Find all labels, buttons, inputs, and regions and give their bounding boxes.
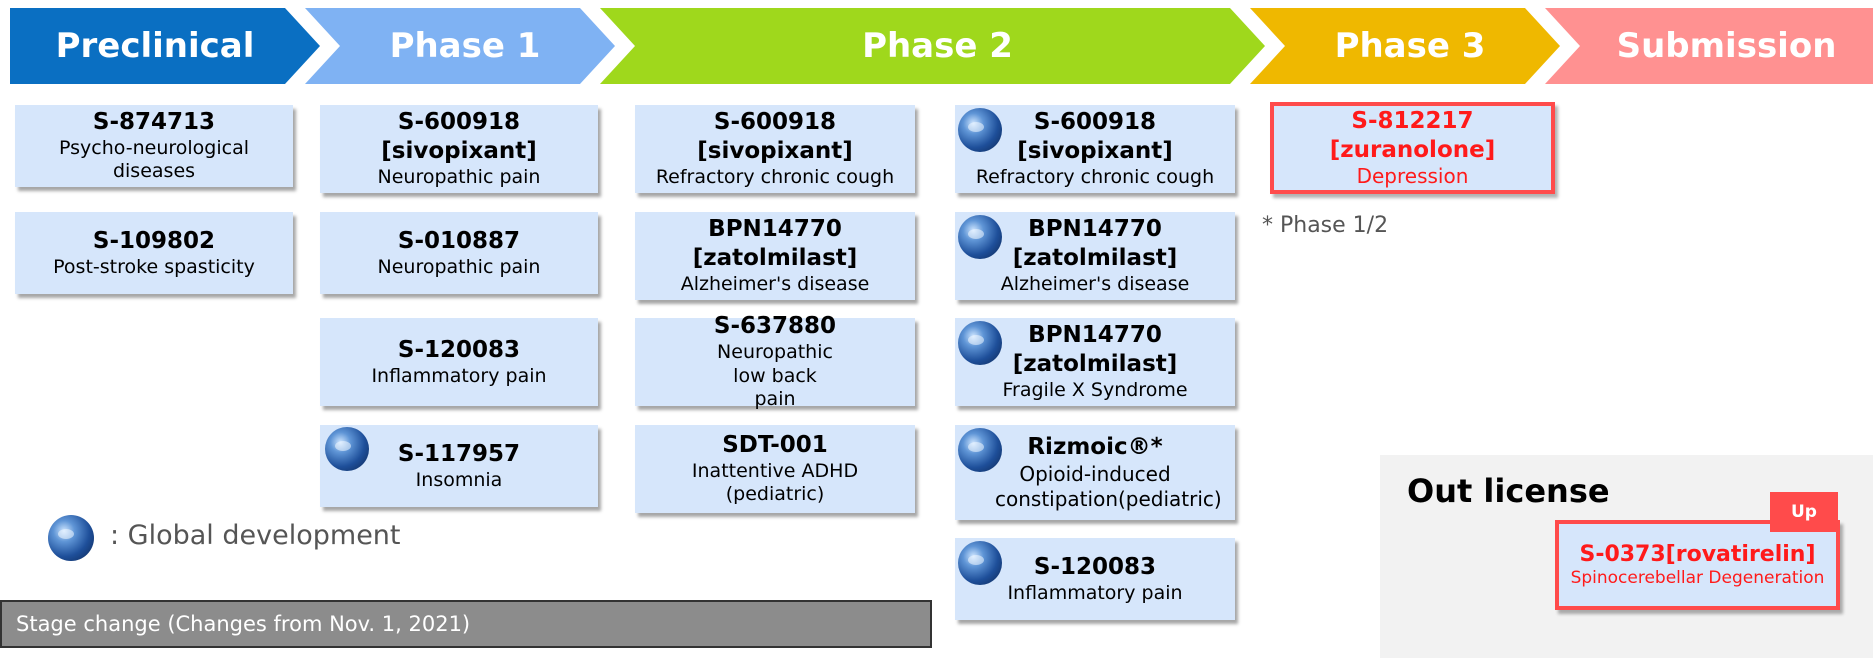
globe-icon — [958, 215, 1002, 259]
compound-id: S-637880 — [713, 313, 837, 339]
stage-change-text: Stage change (Changes from Nov. 1, 2021) — [16, 612, 471, 636]
phase2-global-card: Rizmoic®* Opioid-induced constipation(pe… — [955, 425, 1235, 520]
phase3-card: S-812217 [zuranolone] Depression — [1270, 102, 1555, 194]
compound-id: S-109802 — [92, 227, 216, 254]
chevron-phase1 — [305, 8, 615, 84]
compound-id: S-874713 — [92, 108, 216, 135]
compound-id: BPN14770 — [708, 216, 842, 243]
indication: Alzheimer's disease — [1000, 272, 1190, 295]
globe-icon — [958, 428, 1002, 472]
preclinical-card: S-874713 Psycho-neurological diseases — [15, 105, 293, 187]
compound-id: S-120083 — [397, 336, 521, 363]
globe-icon — [958, 541, 1002, 585]
globe-icon — [958, 321, 1002, 365]
compound-name: [sivopixant] — [381, 138, 537, 165]
indication: Refractory chronic cough — [655, 165, 895, 188]
out-license-title: Out license — [1407, 472, 1610, 510]
globe-icon — [48, 515, 94, 561]
stage-label-phase1: Phase 1 — [389, 26, 541, 66]
compound-name: [zatolmilast] — [692, 245, 858, 272]
globe-icon — [325, 427, 369, 471]
compound-name: [zatolmilast] — [1012, 351, 1178, 378]
stage-label-phase3: Phase 3 — [1334, 26, 1486, 66]
compound-name: [zuranolone] — [1329, 136, 1496, 163]
indication: Refractory chronic cough — [975, 165, 1215, 188]
stage-label-preclinical: Preclinical — [55, 26, 255, 66]
compound-id: S-600918 — [397, 109, 521, 136]
chevron-phase3 — [1250, 8, 1560, 84]
footnote: * Phase 1/2 — [1262, 213, 1389, 238]
compound-id: BPN14770 — [1028, 322, 1162, 349]
compound-id: S-600918 — [1033, 109, 1157, 136]
phase1-card: S-120083 Inflammatory pain — [320, 318, 598, 406]
compound-id: S-117957 — [397, 440, 521, 467]
indication: Psycho-neurological diseases — [59, 136, 249, 183]
compound-id: S-120083 — [1033, 553, 1157, 580]
compound-id: S-812217 — [1351, 107, 1474, 134]
compound-name: [sivopixant] — [1017, 138, 1173, 165]
compound-id: S-010887 — [397, 227, 521, 254]
compound-name: [sivopixant] — [697, 138, 853, 165]
compound-id: BPN14770 — [1028, 216, 1162, 243]
phase2-global-card: S-600918 [sivopixant] Refractory chronic… — [955, 105, 1235, 193]
indication: Fragile X Syndrome — [1002, 378, 1188, 401]
indication: Insomnia — [415, 468, 503, 491]
phase1-card: S-010887 Neuropathic pain — [320, 212, 598, 294]
phase2-card: S-600918 [sivopixant] Refractory chronic… — [635, 105, 915, 193]
indication: Inflammatory pain — [371, 364, 547, 387]
out-license-card: S-0373[rovatirelin] Spinocerebellar Dege… — [1555, 520, 1840, 610]
chevron-submission — [1545, 8, 1873, 84]
indication: Neuropathic pain — [377, 165, 541, 188]
compound-id: Rizmoic®* — [1027, 434, 1163, 461]
chevron-phase2 — [600, 8, 1265, 84]
preclinical-card: S-109802 Post-stroke spasticity — [15, 212, 293, 294]
indication: Neuropathic pain — [377, 255, 541, 278]
indication: Depression — [1356, 164, 1469, 189]
phase2-global-card: BPN14770 [zatolmilast] Alzheimer's disea… — [955, 212, 1235, 300]
phase2-card: S-637880 Neuropathic low back pain — [635, 313, 915, 410]
phase2-card: BPN14770 [zatolmilast] Alzheimer's disea… — [635, 212, 915, 300]
indication: Inflammatory pain — [1007, 581, 1183, 604]
compound-name: [zatolmilast] — [1012, 245, 1178, 272]
globe-icon — [958, 108, 1002, 152]
indication: Opioid-induced constipation(pediatric) — [995, 461, 1222, 511]
legend-text: : Global development — [110, 520, 401, 551]
chevron-preclinical — [10, 8, 320, 84]
indication: Alzheimer's disease — [680, 272, 870, 295]
indication: Neuropathic low back pain — [717, 340, 833, 411]
indication: Post-stroke spasticity — [53, 255, 255, 278]
stage-label-submission: Submission — [1616, 26, 1837, 66]
phase2-global-card: S-120083 Inflammatory pain — [955, 538, 1235, 620]
up-badge: Up — [1770, 492, 1838, 532]
stage-label-phase2: Phase 2 — [862, 26, 1013, 66]
compound-id: S-600918 — [713, 109, 837, 136]
pipeline-header — [10, 8, 1873, 84]
stage-change-bar: Stage change (Changes from Nov. 1, 2021) — [0, 600, 932, 648]
compound-id: S-0373[rovatirelin] — [1579, 541, 1816, 567]
phase2-card: SDT-001 Inattentive ADHD (pediatric) — [635, 425, 915, 513]
indication: Spinocerebellar Degeneration — [1570, 568, 1825, 589]
indication: Inattentive ADHD (pediatric) — [691, 459, 859, 506]
phase2-global-card: BPN14770 [zatolmilast] Fragile X Syndrom… — [955, 318, 1235, 406]
phase1-card: S-600918 [sivopixant] Neuropathic pain — [320, 105, 598, 193]
compound-id: SDT-001 — [722, 431, 828, 458]
